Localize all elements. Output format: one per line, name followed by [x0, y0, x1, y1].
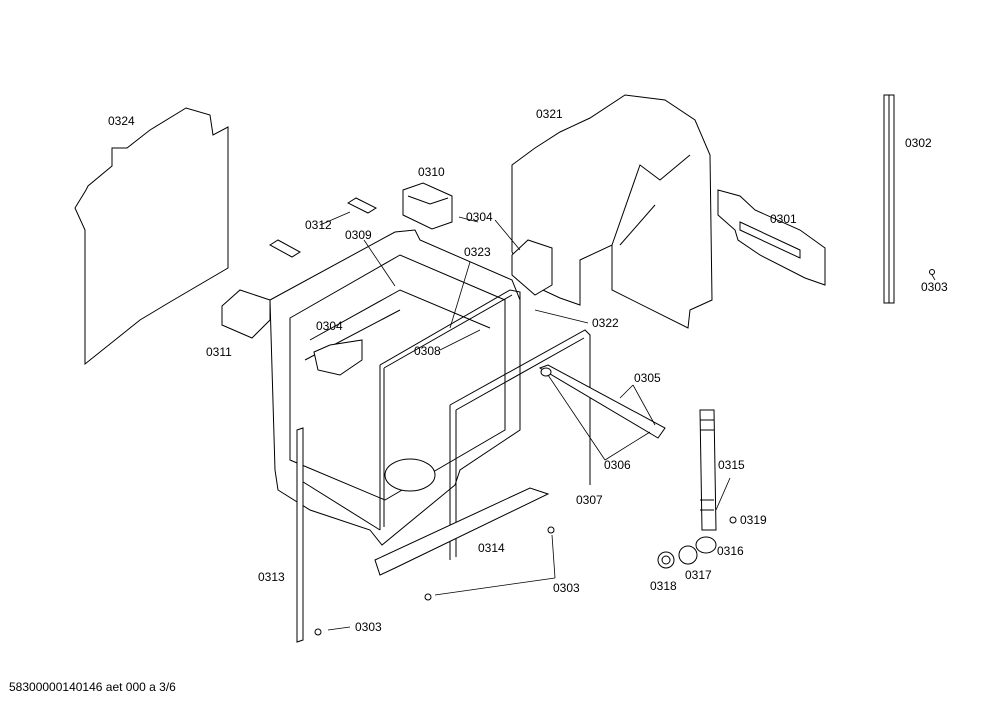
label-0317: 0317 [685, 568, 712, 582]
bracket-part [717, 189, 826, 286]
label-0322: 0322 [592, 316, 619, 330]
hinge-block-part [221, 289, 271, 339]
label-0304-lower: 0304 [316, 319, 343, 333]
label-0313: 0313 [258, 570, 285, 584]
pin-parts-0312 [269, 197, 378, 258]
label-0304-upper: 0304 [466, 210, 493, 224]
vertical-strip-part [883, 94, 895, 304]
label-0303-right: 0303 [921, 280, 948, 294]
label-0303-middle: 0303 [553, 581, 580, 595]
hinge-part-0304-right [511, 239, 553, 296]
label-0301: 0301 [770, 212, 797, 226]
rail-part [538, 364, 666, 439]
label-0310: 0310 [418, 165, 445, 179]
label-0323: 0323 [464, 245, 491, 259]
label-0305: 0305 [634, 371, 661, 385]
label-0324: 0324 [108, 114, 135, 128]
label-0319: 0319 [740, 513, 767, 527]
vertical-strip-part-0313 [296, 427, 304, 643]
screw-parts [314, 269, 935, 636]
label-0309: 0309 [345, 228, 372, 242]
fitting-parts [657, 536, 717, 569]
door-seal-part [379, 289, 521, 530]
side-panel-part [74, 107, 229, 366]
drawing-id-footer: 58300000140146 aet 000 a 3/6 [9, 680, 176, 694]
clip-part-0310 [402, 182, 453, 230]
part-labels: 0324 0321 0302 0310 0312 0309 0304 0323 … [108, 107, 948, 634]
leader-lines [319, 211, 936, 631]
label-0316: 0316 [717, 544, 744, 558]
hinge-part-0304-left [313, 339, 363, 376]
label-0302: 0302 [905, 136, 932, 150]
label-0307: 0307 [576, 493, 603, 507]
label-0312: 0312 [305, 218, 332, 232]
label-0314: 0314 [478, 541, 505, 555]
label-0308: 0308 [414, 344, 441, 358]
label-0318: 0318 [650, 579, 677, 593]
label-0311: 0311 [206, 345, 232, 359]
base-strip-part [374, 487, 550, 576]
dishwasher-tub-part [269, 229, 521, 546]
label-0306: 0306 [604, 458, 631, 472]
label-0303-left: 0303 [355, 620, 382, 634]
hose-part [699, 409, 717, 531]
insulation-cover-part [511, 94, 713, 329]
label-0321: 0321 [536, 107, 563, 121]
label-0315: 0315 [718, 458, 745, 472]
